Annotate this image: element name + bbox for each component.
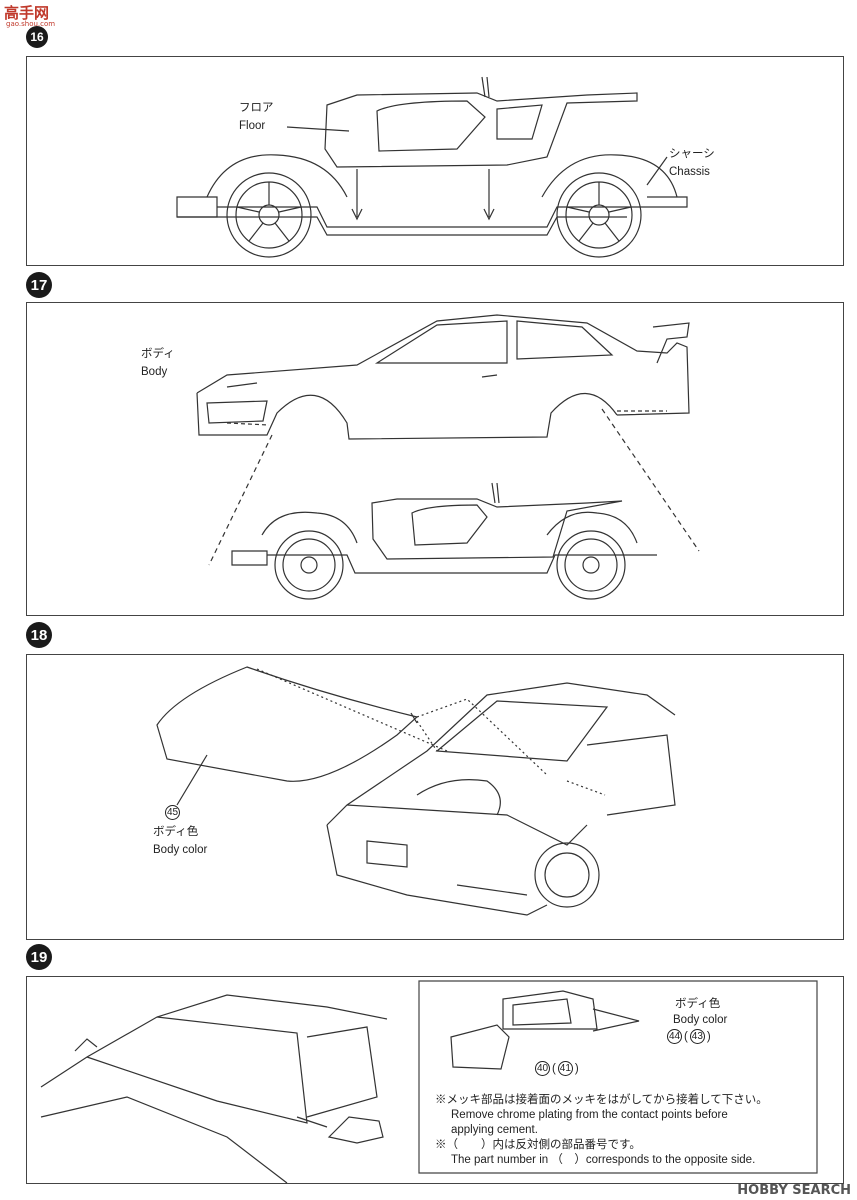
mirror-shell-icon	[502, 990, 640, 1032]
part-43-number: 43	[689, 1029, 705, 1044]
step-18-panel: 45 ボディ色 Body color	[26, 654, 844, 940]
note-1-jp: ※メッキ部品は接着面のメッキをはがしてから接着して下さい。	[435, 1094, 768, 1106]
mirror-color-label-jp: ボディ色	[675, 998, 721, 1010]
step-17-drawing	[196, 314, 700, 600]
part-44-number: 44	[667, 1029, 682, 1044]
floor-label-en: Floor	[239, 120, 266, 132]
chassis-label-jp: シャーシ	[669, 148, 715, 160]
part-45-number: 45	[165, 805, 180, 820]
note-1-en-line-1: Remove chrome plating from the contact p…	[451, 1109, 728, 1121]
body-label-en: Body	[141, 366, 168, 378]
body-color-label-jp: ボディ色	[153, 826, 199, 838]
hobby-search-watermark: HOBBY SEARCH	[737, 1183, 851, 1198]
step-19-badge: 19	[26, 944, 52, 970]
part-45-label: 45	[165, 805, 180, 820]
step-17-badge: 17	[26, 272, 52, 298]
note-2-jp: ※（ ）内は反対側の部品番号です。	[435, 1139, 641, 1151]
step-17-panel: ボディ Body	[26, 302, 844, 616]
front-wheel-icon	[226, 172, 312, 258]
step-19-panel: ボディ色 Body color 44 ( 43 ) 40 ( 41 ) ※メッキ…	[26, 976, 844, 1184]
step-16-panel: フロア Floor シャーシ Chassis	[26, 56, 844, 266]
step-18-drawing	[156, 666, 676, 916]
part-44-43-label: 44 ( 43 )	[667, 1029, 711, 1044]
note-1-en-line-2: applying cement.	[451, 1124, 538, 1136]
step-19-drawing	[40, 980, 818, 1184]
chrome-note: ※メッキ部品は接着面のメッキをはがしてから接着して下さい。 Remove chr…	[435, 1093, 768, 1168]
rear-wheel-icon	[556, 172, 642, 258]
body-label-jp: ボディ	[141, 348, 175, 360]
step-16-badge: 16	[26, 26, 48, 48]
part-41-number: 41	[557, 1061, 573, 1076]
part-40-number: 40	[535, 1061, 550, 1076]
part-40-41-label: 40 ( 41 )	[535, 1061, 579, 1076]
mirror-color-label-en: Body color	[673, 1014, 728, 1026]
floor-label-jp: フロア	[239, 102, 274, 114]
note-2-en: The part number in （ ）corresponds to the…	[451, 1154, 756, 1166]
site-logo-sub: gao.shou.com	[6, 20, 56, 28]
chassis-label-en: Chassis	[669, 166, 710, 178]
hood-part-icon	[156, 666, 419, 782]
mirror-glass-icon	[450, 1024, 510, 1070]
site-logo: 高手网	[4, 4, 50, 22]
body-color-label-en: Body color	[153, 844, 208, 856]
step-16-drawing	[176, 76, 688, 258]
step-18-badge: 18	[26, 622, 52, 648]
